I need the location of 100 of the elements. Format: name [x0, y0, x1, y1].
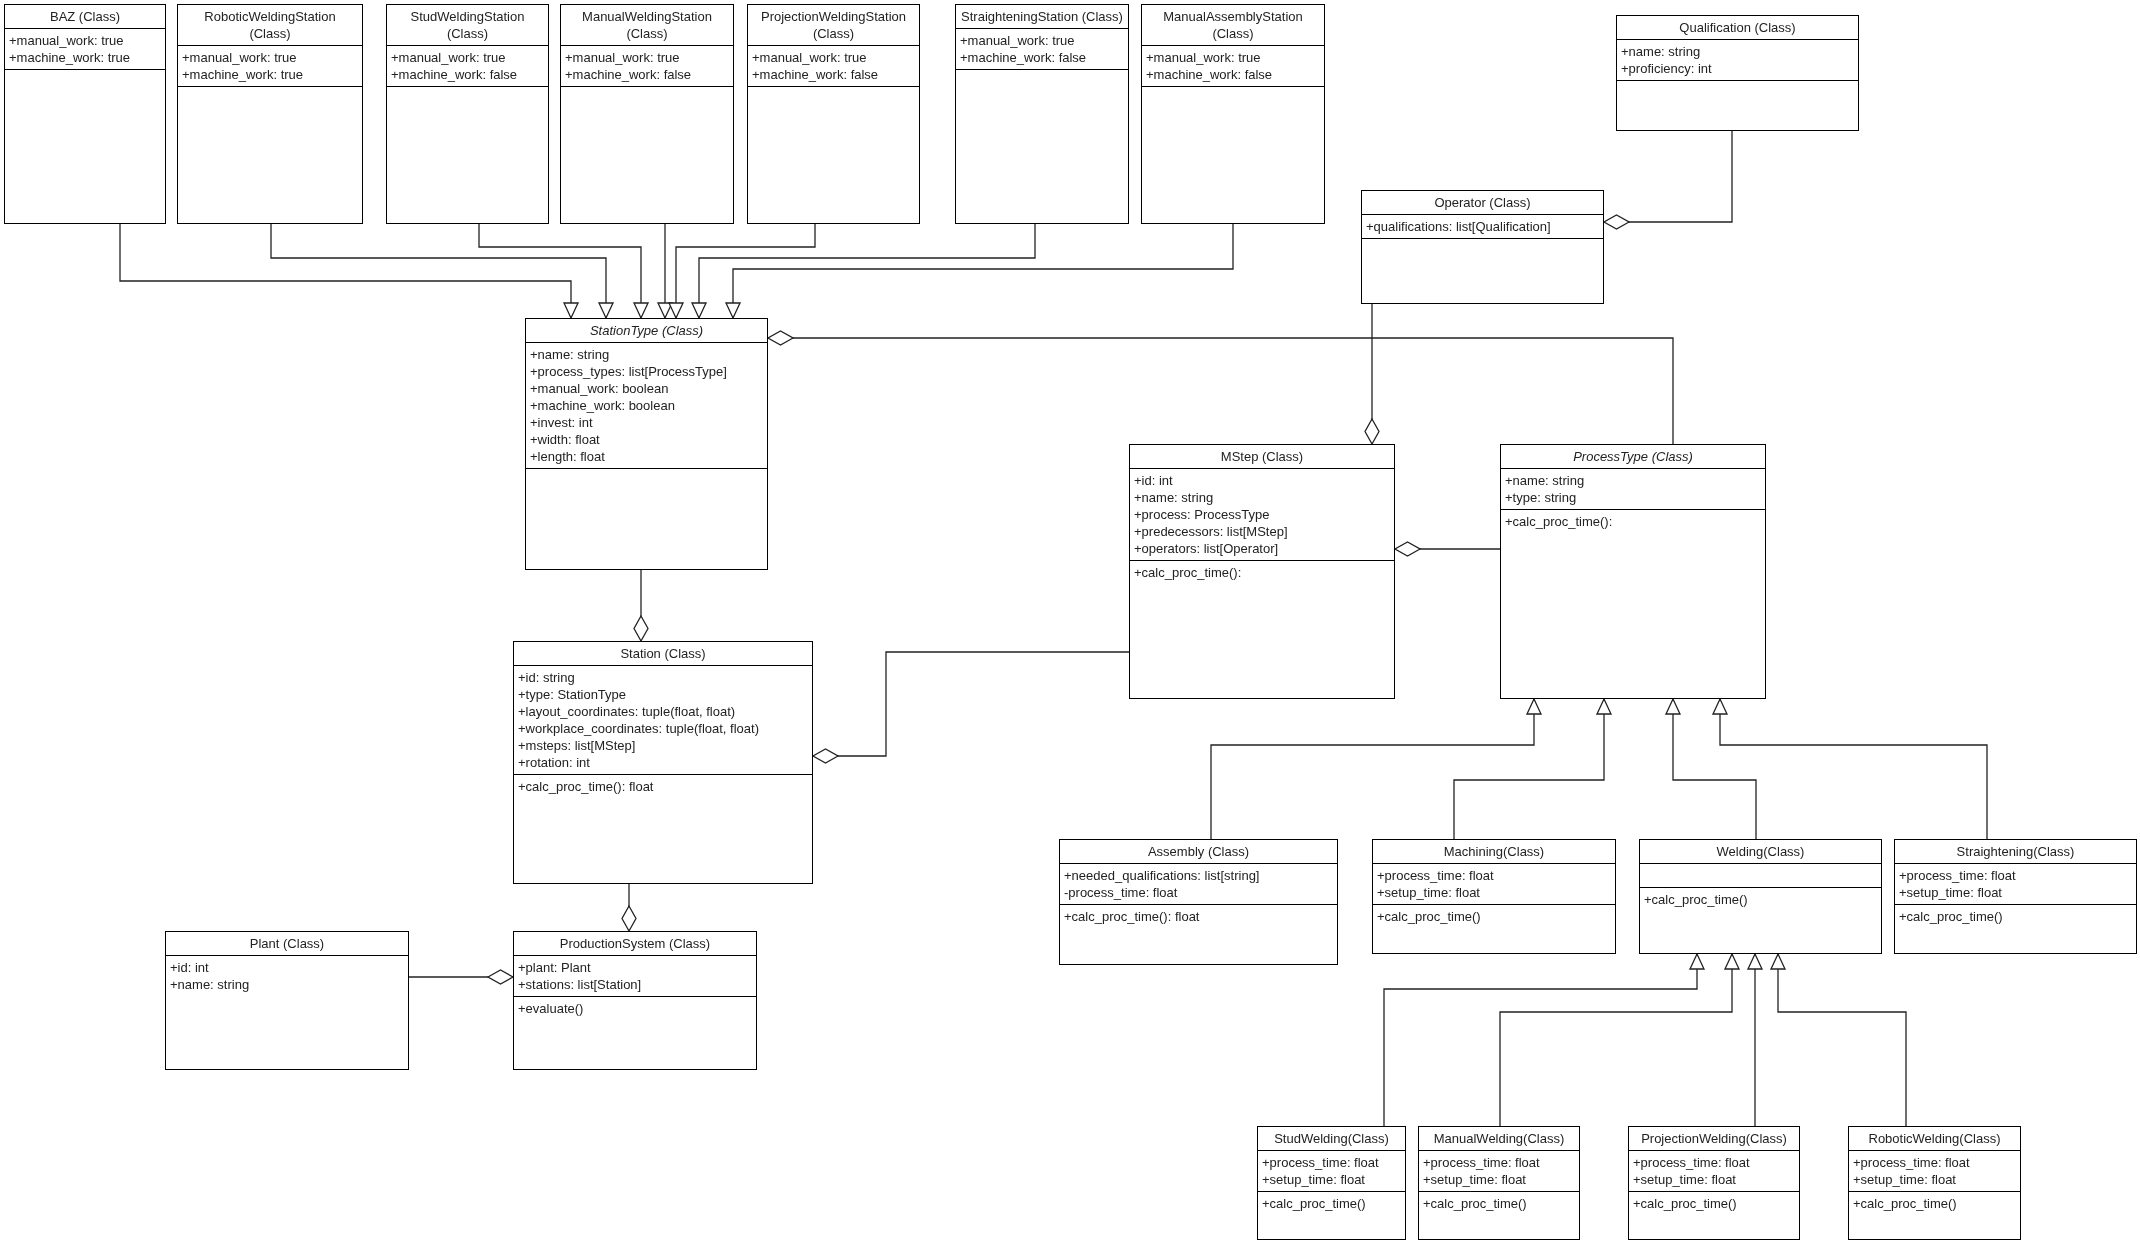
attribute-text: +width: float — [530, 431, 600, 448]
method-text: +calc_proc_time(): — [1134, 564, 1242, 581]
attribute-text: +setup_time: float — [1853, 1171, 1956, 1188]
class-box — [560, 4, 734, 224]
method-text: +calc_proc_time(): float — [518, 778, 654, 795]
method-text: +calc_proc_time() — [1423, 1195, 1527, 1212]
class-box — [1639, 839, 1882, 954]
class-box — [4, 4, 166, 224]
attribute-text: +process_types: list[ProcessType] — [530, 363, 727, 380]
method-text: +calc_proc_time() — [1377, 908, 1481, 925]
attribute-text: +msteps: list[MStep] — [518, 737, 636, 754]
attribute-text: +process_time: float — [1262, 1154, 1379, 1171]
class-box — [1500, 444, 1766, 699]
class-box — [1628, 1126, 1800, 1240]
generalization-arrow — [1665, 698, 1757, 840]
attribute-text: +process_time: float — [1899, 867, 2016, 884]
attribute-text: +predecessors: list[MStep] — [1134, 523, 1288, 540]
attribute-text: +process_time: float — [1377, 867, 1494, 884]
aggregation-line — [812, 651, 1130, 764]
class-box — [1616, 15, 1859, 131]
class-box — [177, 4, 363, 224]
class-box — [1059, 839, 1338, 965]
aggregation-line — [621, 883, 637, 932]
attribute-text: +manual_work: true — [752, 49, 867, 66]
generalization-arrow — [691, 223, 1036, 319]
attribute-text: +qualifications: list[Qualification] — [1366, 218, 1551, 235]
class-box — [1372, 839, 1616, 954]
generalization-arrow — [668, 223, 816, 319]
attribute-text: -process_time: float — [1064, 884, 1178, 901]
class-name: RoboticWelding(Class) — [1868, 1130, 2001, 1147]
class-name: Plant (Class) — [249, 935, 325, 952]
attribute-text: +machine_work: false — [1146, 66, 1273, 83]
class-name: ProductionSystem (Class) — [559, 935, 711, 952]
attribute-text: +id: int — [170, 959, 209, 976]
generalization-arrow — [1770, 953, 1907, 1127]
class-name: ProcessType (Class) — [1573, 448, 1693, 465]
class-name: ManualAssemblyStation (Class) — [1162, 8, 1304, 42]
attribute-text: +manual_work: true — [1146, 49, 1261, 66]
attribute-text: +process_time: float — [1423, 1154, 1540, 1171]
class-box — [1141, 4, 1325, 224]
attribute-text: +setup_time: float — [1423, 1171, 1526, 1188]
aggregation-line — [1364, 303, 1380, 445]
attribute-text: +manual_work: true — [9, 32, 124, 49]
class-name: Straightening(Class) — [1956, 843, 2075, 860]
attribute-text: +manual_work: true — [182, 49, 297, 66]
generalization-arrow — [478, 223, 649, 319]
aggregation-line — [1603, 130, 1733, 230]
attribute-text: +manual_work: true — [391, 49, 506, 66]
class-name: Machining(Class) — [1443, 843, 1545, 860]
attribute-text: +machine_work: boolean — [530, 397, 675, 414]
attribute-text: +name: string — [170, 976, 250, 993]
class-box — [386, 4, 549, 224]
class-name: ProjectionWeldingStation (Class) — [760, 8, 907, 42]
aggregation-line — [767, 330, 1674, 445]
class-box — [1257, 1126, 1406, 1240]
attribute-text: +length: float — [530, 448, 605, 465]
class-box — [747, 4, 920, 224]
attribute-text: +id: int — [1134, 472, 1173, 489]
class-name: StudWeldingStation (Class) — [409, 8, 526, 42]
class-name: BAZ (Class) — [49, 8, 121, 25]
class-name: StraighteningStation (Class) — [961, 8, 1123, 25]
method-text: +calc_proc_time() — [1262, 1195, 1366, 1212]
attribute-text: +manual_work: boolean — [530, 380, 669, 397]
class-name: ManualWelding(Class) — [1433, 1130, 1565, 1147]
attribute-text: +layout_coordinates: tuple(float, float) — [518, 703, 736, 720]
attribute-text: +name: string — [530, 346, 610, 363]
attribute-text: +machine_work: true — [9, 49, 131, 66]
aggregation-line — [633, 569, 649, 642]
class-box — [525, 318, 768, 570]
attribute-text: +invest: int — [530, 414, 593, 431]
attribute-text: +id: string — [518, 669, 575, 686]
method-text: +calc_proc_time() — [1644, 891, 1748, 908]
class-box — [513, 931, 757, 1070]
class-box — [1894, 839, 2137, 954]
class-name: Welding(Class) — [1716, 843, 1805, 860]
attribute-text: +manual_work: true — [565, 49, 680, 66]
attribute-text: +name: string — [1134, 489, 1214, 506]
class-box — [1418, 1126, 1580, 1240]
generalization-arrow — [1383, 953, 1705, 1127]
attribute-text: +name: string — [1505, 472, 1585, 489]
class-name: ProjectionWelding(Class) — [1641, 1130, 1787, 1147]
attribute-text: +machine_work: false — [565, 66, 692, 83]
attribute-text: +stations: list[Station] — [518, 976, 642, 993]
class-name: Station (Class) — [620, 645, 706, 662]
attribute-text: +rotation: int — [518, 754, 590, 771]
class-name: RoboticWeldingStation (Class) — [203, 8, 337, 42]
method-text: +calc_proc_time(): float — [1064, 908, 1200, 925]
class-name: MStep (Class) — [1220, 448, 1304, 465]
method-text: +calc_proc_time() — [1853, 1195, 1957, 1212]
attribute-text: +proficiency: int — [1621, 60, 1712, 77]
attribute-text: +setup_time: float — [1899, 884, 2002, 901]
class-box — [513, 641, 813, 884]
generalization-arrow — [1210, 698, 1542, 840]
attribute-text: +manual_work: true — [960, 32, 1075, 49]
attribute-text: +setup_time: float — [1377, 884, 1480, 901]
method-text: +calc_proc_time() — [1899, 908, 2003, 925]
class-box — [1361, 190, 1604, 304]
attribute-text: +machine_work: false — [960, 49, 1087, 66]
class-name: Assembly (Class) — [1147, 843, 1250, 860]
class-box — [1129, 444, 1395, 699]
